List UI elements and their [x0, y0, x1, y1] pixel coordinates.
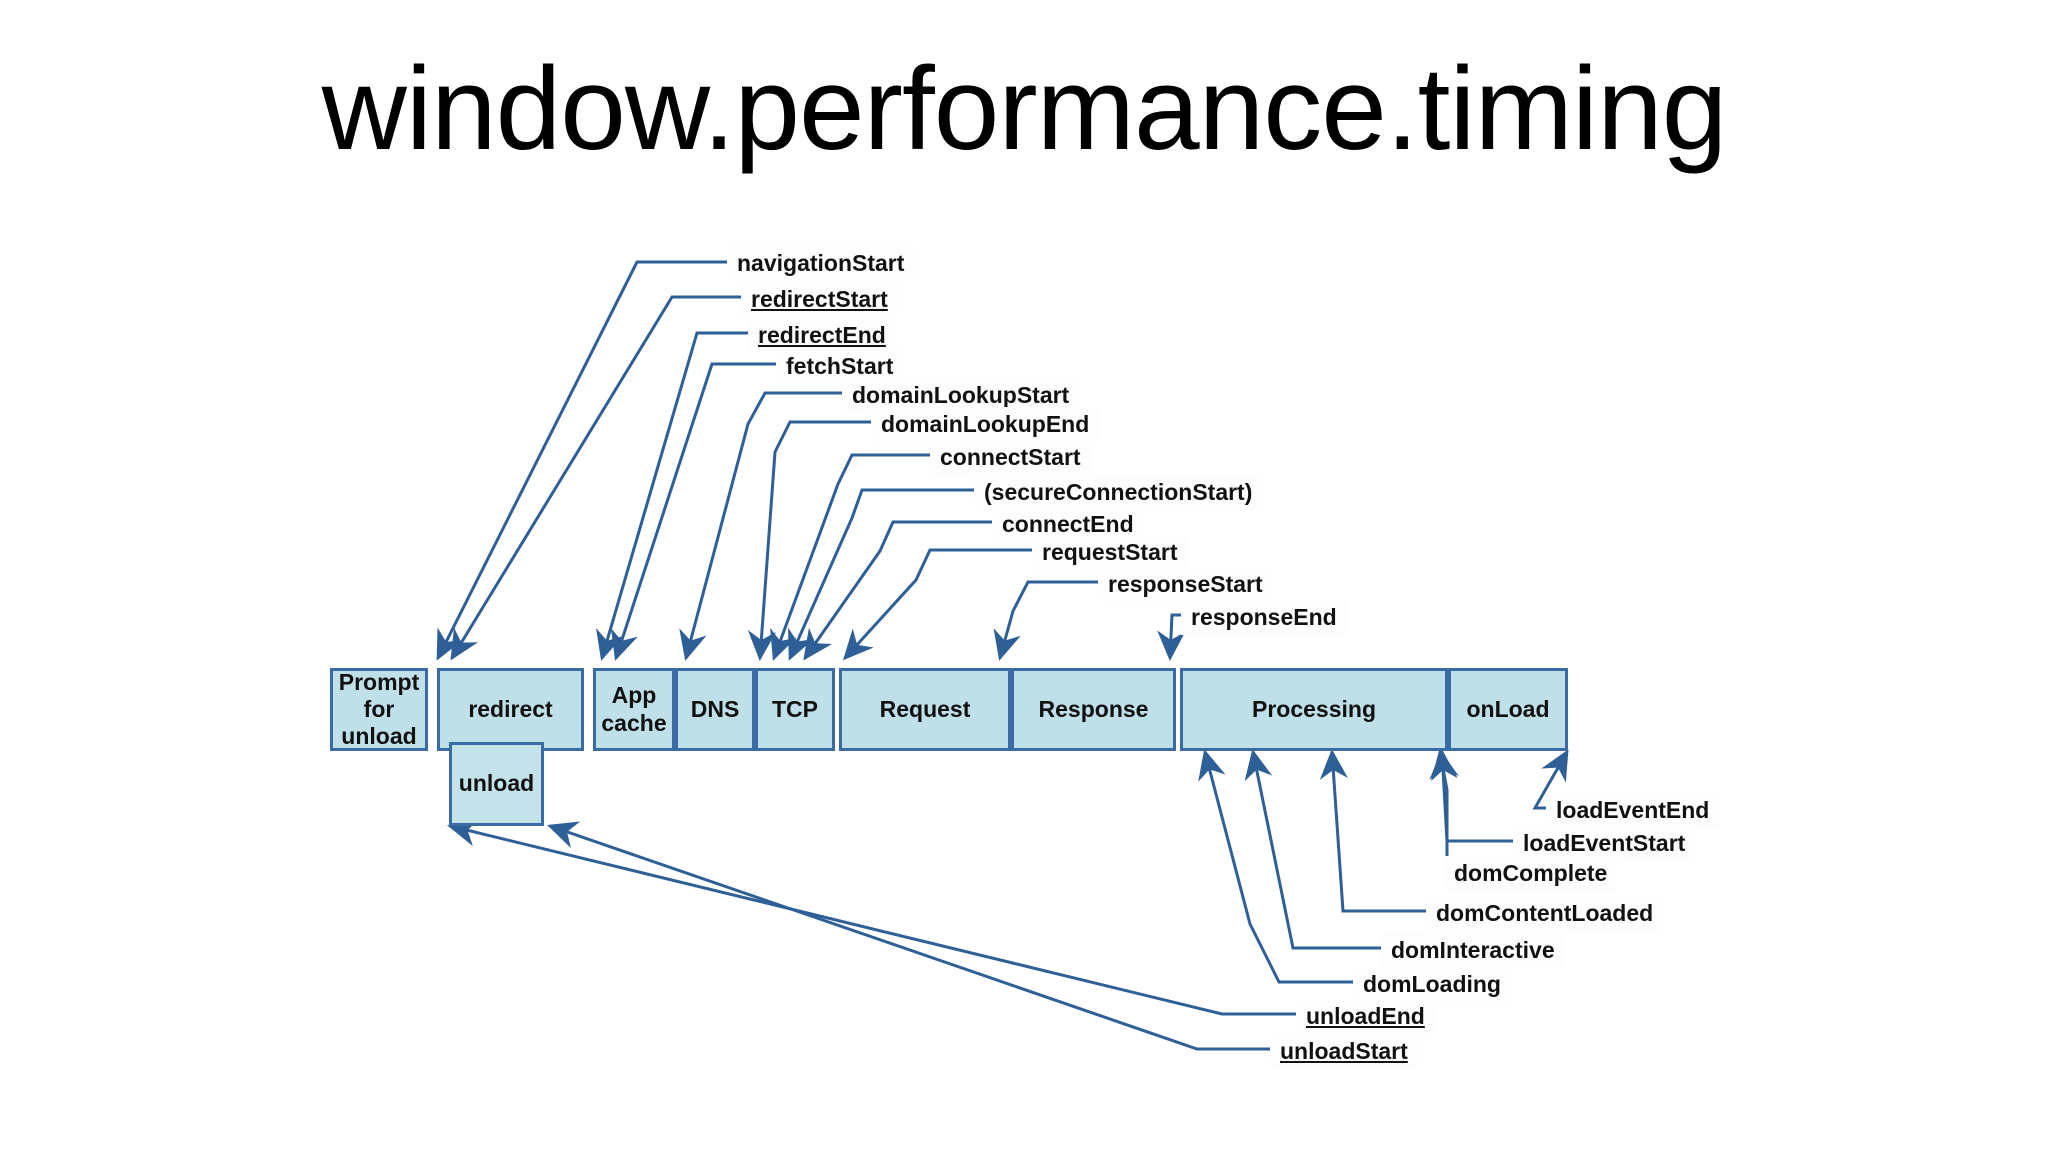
leader-responseStart [993, 580, 1102, 661]
segment-response[interactable]: Response [1011, 668, 1176, 751]
marker-unloadStart[interactable]: unloadStart [1270, 1034, 1418, 1070]
marker-domContentLoaded[interactable]: domContentLoaded [1426, 896, 1664, 932]
leader-domainLookupStart [679, 391, 846, 661]
marker-unloadEnd[interactable]: unloadEnd [1296, 999, 1435, 1035]
segment-request[interactable]: Request [839, 668, 1011, 751]
page-title: window.performance.timing [321, 43, 1728, 175]
segment-label: Processing [1252, 695, 1376, 722]
leader-connectEnd [803, 520, 996, 661]
segment-onload[interactable]: onLoad [1448, 668, 1568, 751]
segment-label: Response [1038, 695, 1149, 722]
segment-label: Prompt for unload [338, 668, 420, 750]
marker-requestStart[interactable]: requestStart [1032, 535, 1188, 571]
leader-loadEventEnd [1532, 749, 1569, 810]
leader-responseEnd [1157, 613, 1186, 661]
leader-unloadEnd [447, 818, 1300, 1016]
segment-label: unload [458, 770, 535, 797]
leader-domInteractive [1244, 749, 1385, 950]
marker-loadEventStart[interactable]: loadEventStart [1513, 826, 1696, 862]
segment-app-cache[interactable]: App cache [593, 668, 675, 751]
segment-tcp[interactable]: TCP [755, 668, 835, 751]
marker-connectStart[interactable]: connectStart [930, 440, 1091, 476]
leader-secureConnectionStart [788, 488, 978, 661]
marker-navigationStart[interactable]: navigationStart [727, 246, 915, 282]
segment-label: DNS [690, 695, 740, 722]
segment-dns[interactable]: DNS [675, 668, 755, 751]
leader-redirectEnd [596, 331, 752, 661]
leader-domainLookupEnd [747, 420, 875, 661]
segment-processing[interactable]: Processing [1180, 668, 1448, 751]
segment-redirect[interactable]: redirect [437, 668, 584, 751]
segment-prompt-for-unload[interactable]: Prompt for unload [330, 668, 428, 751]
marker-domInteractive[interactable]: domInteractive [1381, 933, 1565, 969]
leader-redirectStart [450, 295, 745, 661]
segment-label: onLoad [1466, 695, 1550, 722]
leader-navigationStart [436, 260, 731, 661]
segment-label: App cache [601, 682, 667, 736]
marker-domLoading[interactable]: domLoading [1353, 967, 1511, 1003]
leader-domContentLoaded [1319, 749, 1430, 913]
marker-responseStart[interactable]: responseStart [1098, 567, 1273, 603]
marker-responseEnd[interactable]: responseEnd [1181, 600, 1347, 636]
segment-unload[interactable]: unload [449, 742, 544, 826]
marker-secureConnectionStart[interactable]: (secureConnectionStart) [974, 475, 1263, 511]
leader-connectStart [770, 453, 934, 661]
leader-loadEventStart [1429, 749, 1517, 843]
marker-loadEventEnd[interactable]: loadEventEnd [1546, 793, 1720, 829]
marker-redirectEnd[interactable]: redirectEnd [748, 318, 896, 354]
segment-label: redirect [468, 695, 553, 722]
marker-domainLookupEnd[interactable]: domainLookupEnd [871, 407, 1100, 443]
marker-domComplete[interactable]: domComplete [1444, 856, 1618, 892]
leader-fetchStart [610, 362, 780, 661]
segment-label: Request [879, 695, 971, 722]
marker-redirectStart[interactable]: redirectStart [741, 282, 898, 318]
leader-domLoading [1198, 749, 1357, 984]
segment-label: TCP [772, 695, 818, 722]
leader-unloadStart [547, 821, 1274, 1051]
leader-requestStart [842, 548, 1036, 661]
